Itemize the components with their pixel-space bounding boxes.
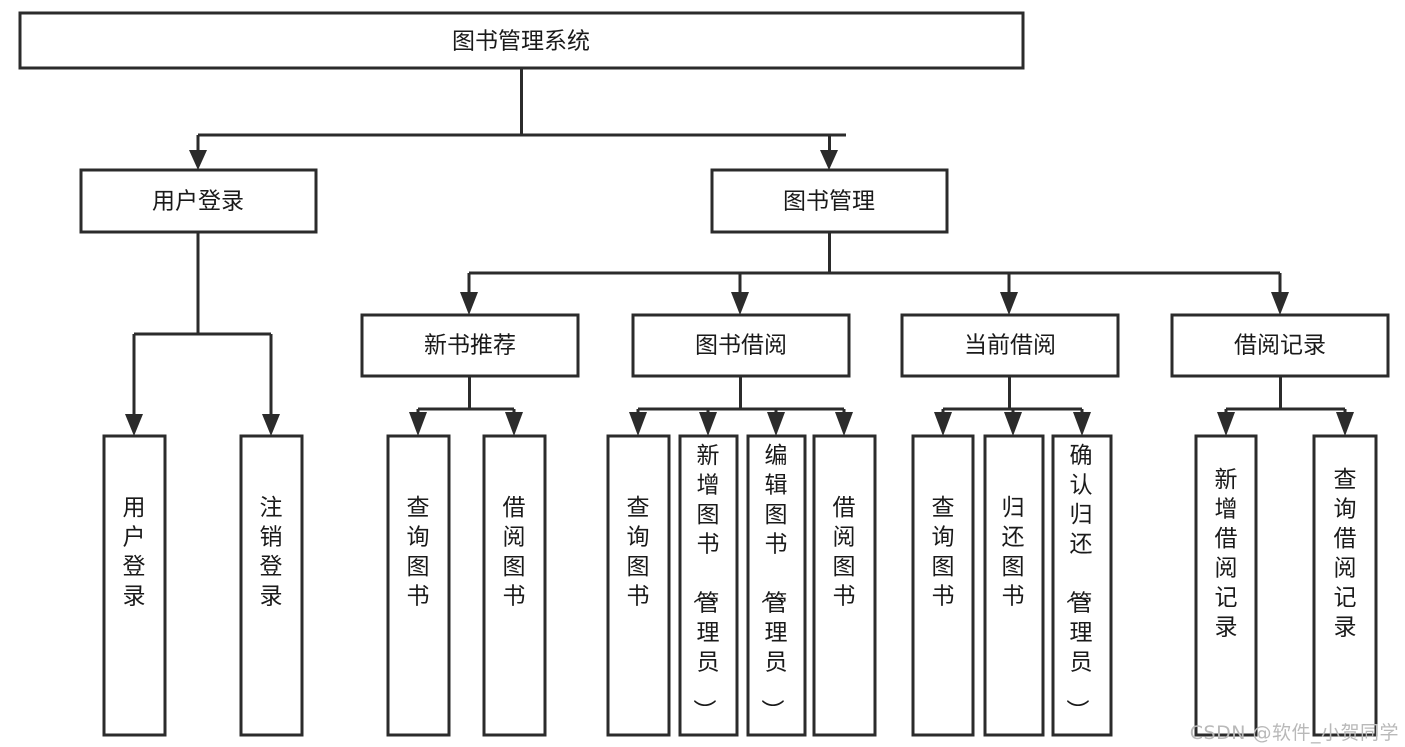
node-leaf-query-book-1-label: 查询图书 (407, 495, 430, 610)
node-leaf-user-login-box[interactable] (102, 434, 167, 737)
node-leaf-query-book-3-label: 查询图书 (932, 495, 955, 610)
node-book-manage-box[interactable] (710, 168, 949, 234)
connectors-layer (125, 68, 1354, 436)
node-leaf-query-book-2[interactable]: 查询图书 (606, 434, 671, 737)
connector-new-book-rec-bus (416, 376, 516, 418)
node-leaf-borrow-book-2-box[interactable] (812, 434, 877, 737)
node-book-borrow[interactable]: 图书借阅 (631, 313, 851, 378)
node-borrow-record[interactable]: 借阅记录 (1170, 313, 1390, 378)
connector-current-borrow-bus (941, 376, 1084, 418)
node-leaf-edit-book-label: 编辑图书（管理员） (759, 443, 788, 722)
node-current-borrow-box[interactable] (900, 313, 1120, 378)
node-leaf-return-book-box[interactable] (983, 434, 1045, 737)
arrow-book-manage-to-book-borrow (731, 292, 749, 315)
arrow-new-book-rec-to-leaf-borrow-book-1 (505, 412, 523, 436)
node-current-borrow[interactable]: 当前借阅 (900, 313, 1120, 378)
arrow-current-borrow-to-leaf-query-book-3 (934, 412, 952, 436)
arrow-root-to-book-manage (820, 150, 838, 170)
arrow-borrow-record-to-leaf-query-record (1336, 412, 1354, 436)
connector-book-manage-bus (467, 232, 1282, 296)
node-leaf-confirm-return[interactable]: 确认归还（管理员） (1051, 434, 1113, 737)
arrow-user-login-to-leaf-logout (262, 414, 280, 436)
node-leaf-user-login-label: 用户登录 (123, 495, 146, 610)
node-leaf-query-record-box[interactable] (1312, 434, 1378, 737)
node-new-book-rec[interactable]: 新书推荐 (360, 313, 580, 378)
node-leaf-borrow-book-2-label: 借阅图书 (833, 495, 856, 610)
node-leaf-edit-book[interactable]: 编辑图书（管理员） (746, 434, 807, 737)
arrow-current-borrow-to-leaf-return-book (1004, 412, 1022, 436)
arrow-root-to-user-login (189, 150, 207, 170)
node-leaf-borrow-book-1[interactable]: 借阅图书 (482, 434, 547, 737)
node-leaf-add-book-box[interactable] (678, 434, 739, 737)
node-leaf-confirm-return-label: 确认归还（管理员） (1064, 443, 1093, 722)
node-leaf-logout[interactable]: 注销登录 (239, 434, 304, 737)
arrow-book-borrow-to-leaf-borrow-book-2 (835, 412, 853, 436)
node-root[interactable]: 图书管理系统 (18, 11, 1025, 70)
node-leaf-user-login[interactable]: 用户登录 (102, 434, 167, 737)
arrow-book-borrow-to-leaf-add-book (699, 412, 717, 436)
node-new-book-rec-box[interactable] (360, 313, 580, 378)
node-book-borrow-box[interactable] (631, 313, 851, 378)
arrow-current-borrow-to-leaf-confirm-return (1073, 412, 1091, 436)
node-book-manage-label: 图书管理 (783, 189, 875, 215)
node-leaf-query-book-3-box[interactable] (911, 434, 975, 737)
node-root-label: 图书管理系统 (452, 29, 590, 55)
node-leaf-return-book-label: 归还图书 (1002, 495, 1025, 610)
arrow-book-manage-to-current-borrow (1000, 292, 1018, 315)
node-new-book-rec-label: 新书推荐 (424, 333, 516, 359)
node-leaf-query-book-1-box[interactable] (386, 434, 451, 737)
node-current-borrow-label: 当前借阅 (964, 333, 1056, 359)
arrow-borrow-record-to-leaf-add-record (1217, 412, 1235, 436)
node-leaf-add-record[interactable]: 新增借阅记录 (1194, 434, 1258, 737)
node-borrow-record-label: 借阅记录 (1234, 333, 1326, 359)
node-leaf-add-book[interactable]: 新增图书（管理员） (678, 434, 739, 737)
arrow-book-borrow-to-leaf-edit-book (767, 412, 785, 436)
node-book-borrow-label: 图书借阅 (695, 333, 787, 359)
node-leaf-logout-label: 注销登录 (260, 495, 283, 610)
node-leaf-add-book-label: 新增图书（管理员） (691, 443, 720, 722)
node-leaf-query-book-1[interactable]: 查询图书 (386, 434, 451, 737)
node-user-login[interactable]: 用户登录 (79, 168, 318, 234)
node-leaf-add-record-box[interactable] (1194, 434, 1258, 737)
node-leaf-query-book-2-box[interactable] (606, 434, 671, 737)
node-leaf-confirm-return-box[interactable] (1051, 434, 1113, 737)
connector-user-login-bus (132, 232, 273, 418)
node-leaf-borrow-book-1-label: 借阅图书 (503, 495, 526, 610)
node-leaf-edit-book-box[interactable] (746, 434, 807, 737)
node-borrow-record-box[interactable] (1170, 313, 1390, 378)
arrow-book-manage-to-new-book-rec (460, 292, 478, 315)
node-leaf-return-book[interactable]: 归还图书 (983, 434, 1045, 737)
node-leaf-add-record-label: 新增借阅记录 (1215, 467, 1238, 641)
node-leaf-query-record-label: 查询借阅记录 (1334, 467, 1357, 641)
connector-borrow-record-bus (1224, 376, 1347, 418)
node-leaf-query-record[interactable]: 查询借阅记录 (1312, 434, 1378, 737)
node-root-box[interactable] (18, 11, 1025, 70)
node-leaf-logout-box[interactable] (239, 434, 304, 737)
nodes-layer: 图书管理系统 用户登录 图书管理 新书推荐 图书借阅 (18, 11, 1390, 737)
node-leaf-query-book-3[interactable]: 查询图书 (911, 434, 975, 737)
arrow-book-borrow-to-leaf-query-book-2 (629, 412, 647, 436)
node-leaf-borrow-book-2[interactable]: 借阅图书 (812, 434, 877, 737)
node-user-login-label: 用户登录 (152, 189, 244, 215)
connector-book-borrow-bus (636, 376, 846, 418)
node-user-login-box[interactable] (79, 168, 318, 234)
arrow-user-login-to-leaf-user-login (125, 414, 143, 436)
connector-root-bus (196, 68, 846, 152)
arrow-new-book-rec-to-leaf-query-book-1 (409, 412, 427, 436)
csdn-watermark: CSDN @软件_小贺同学 (1189, 722, 1399, 744)
node-leaf-query-book-2-label: 查询图书 (627, 495, 650, 610)
arrow-book-manage-to-borrow-record (1271, 292, 1289, 315)
node-leaf-borrow-book-1-box[interactable] (482, 434, 547, 737)
node-book-manage[interactable]: 图书管理 (710, 168, 949, 234)
